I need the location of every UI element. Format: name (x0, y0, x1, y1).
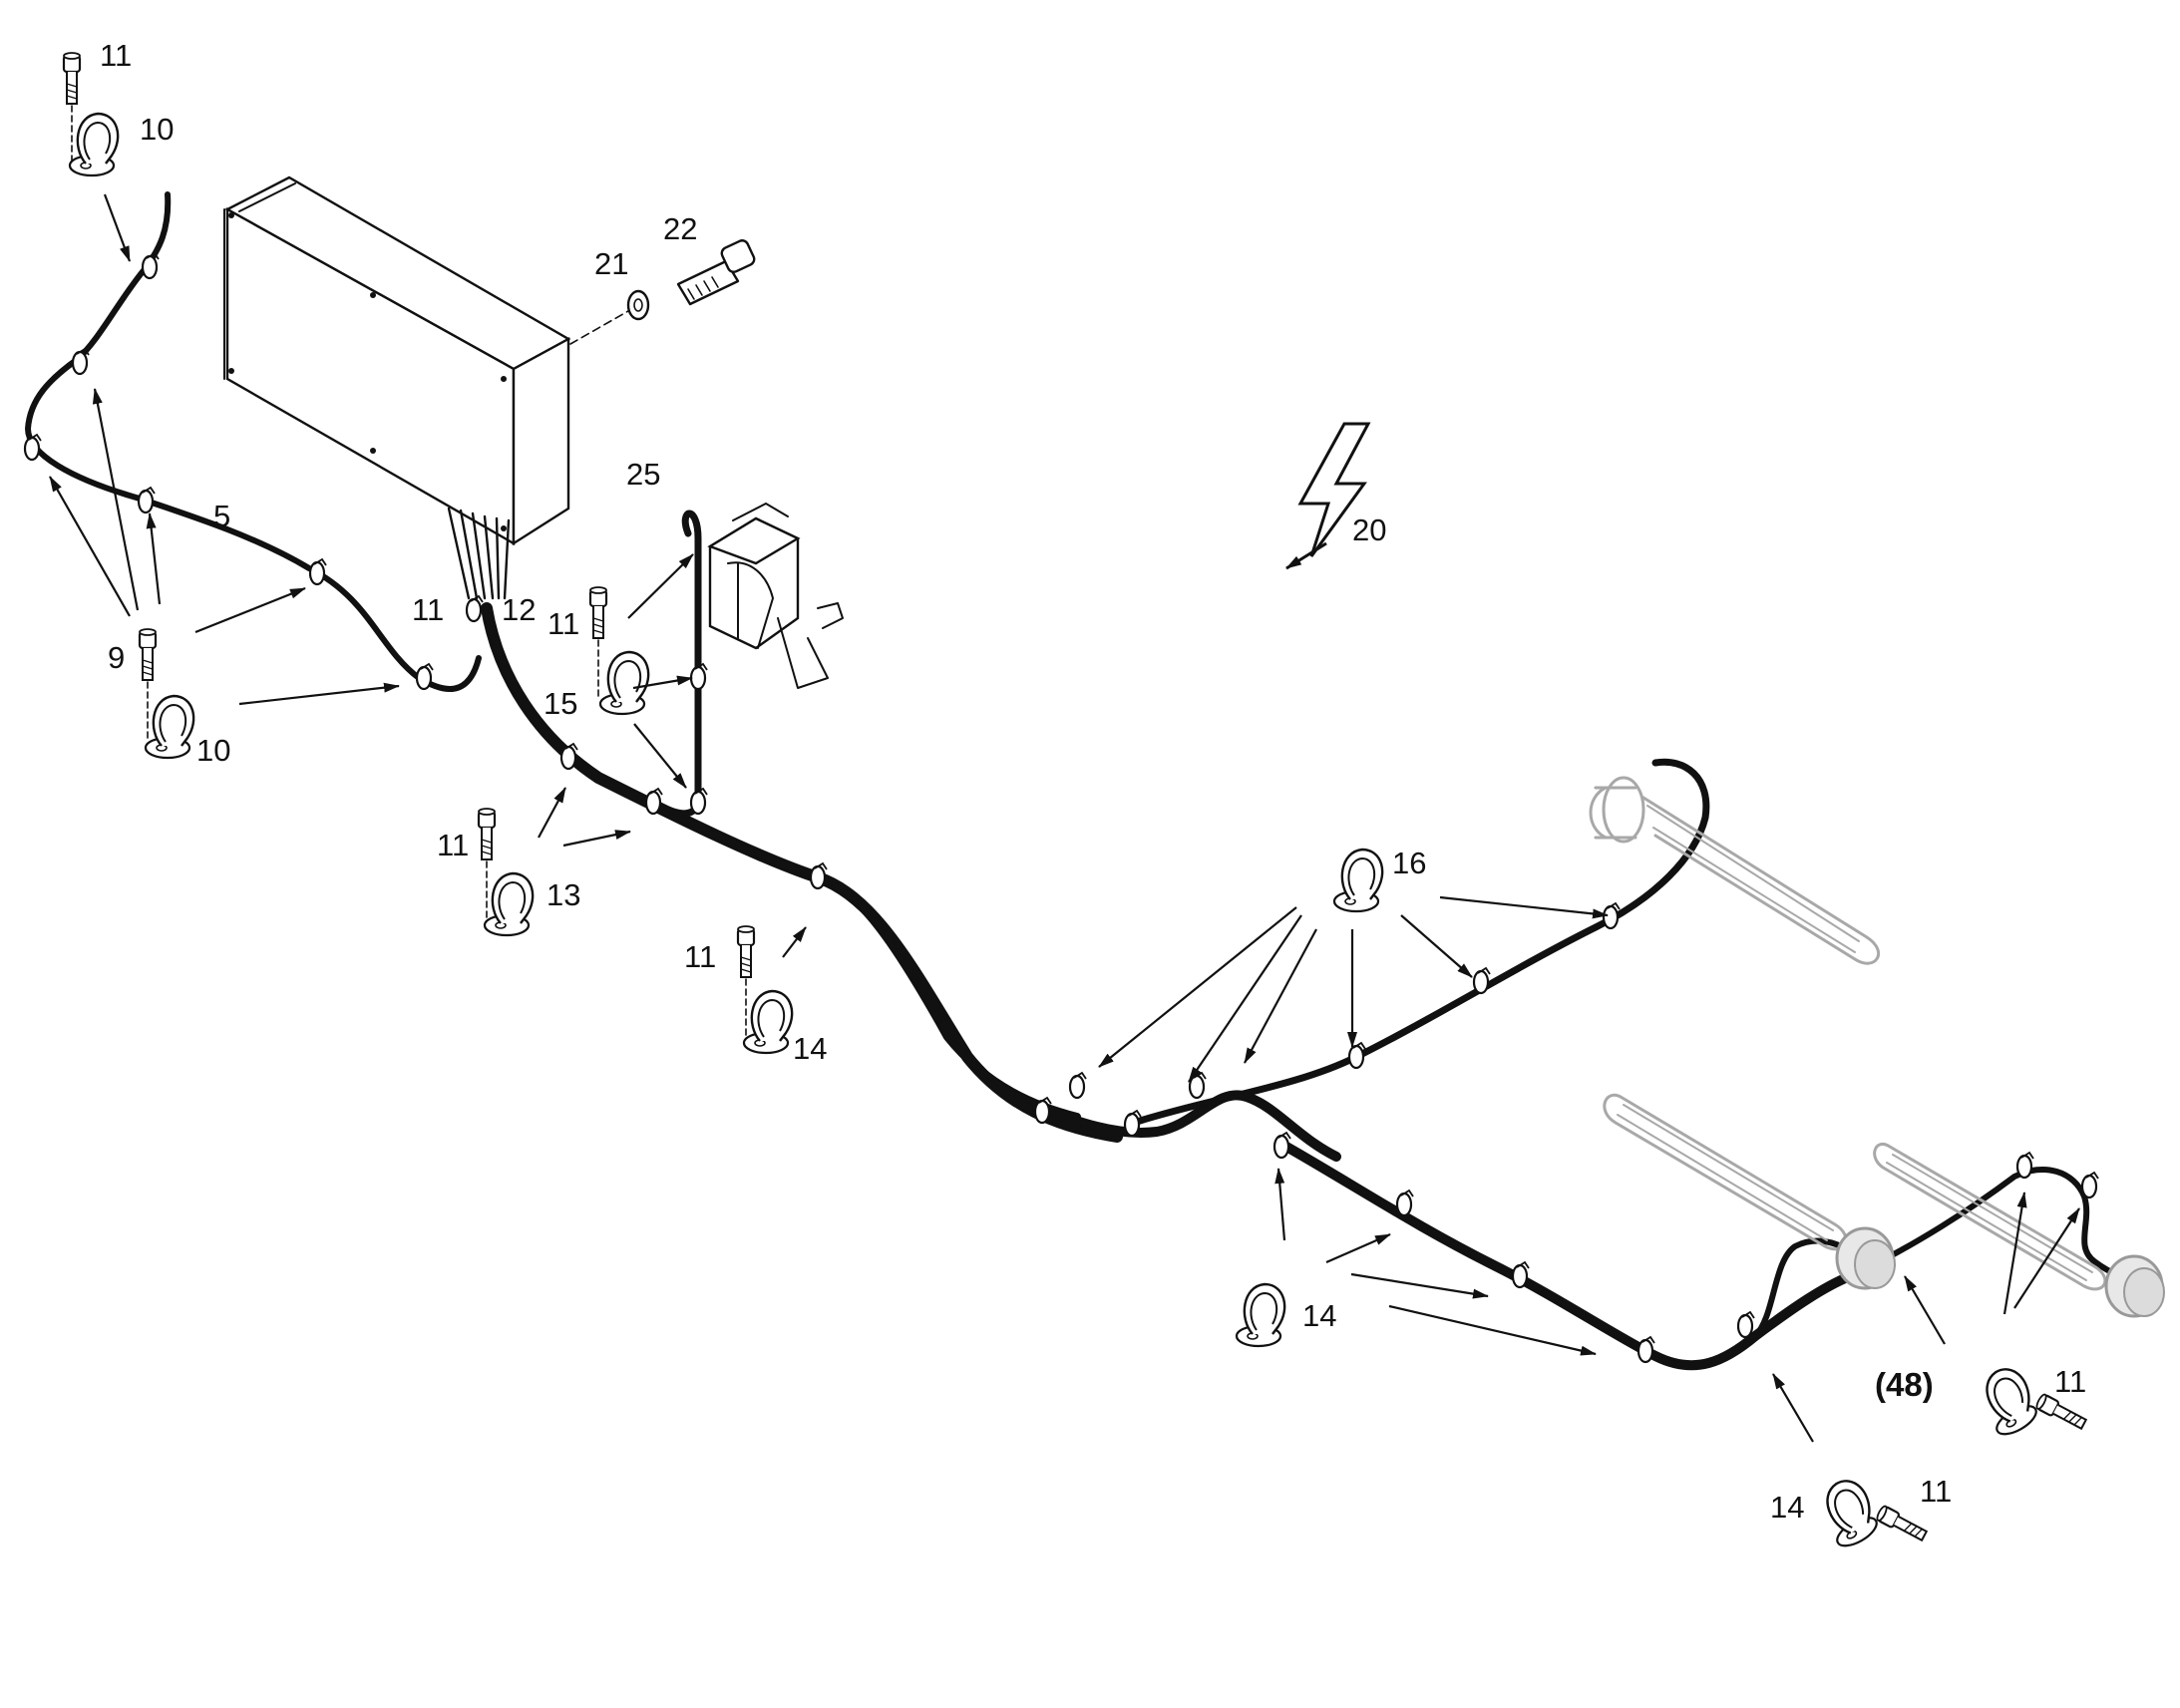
cap-screw-icon (1874, 1504, 1930, 1544)
callout-labels: 11 10 22 21 5 25 20 11 12 11 9 15 10 11 … (100, 38, 2086, 1525)
cable-clamp-icon (742, 989, 794, 1055)
callout-11-left: 11 (437, 828, 469, 862)
cap-screw-icon (736, 924, 756, 979)
callout-21: 21 (594, 246, 628, 281)
callout-11-center: 11 (684, 939, 716, 974)
cable-clamp-icon (483, 871, 535, 937)
cap-screw-icon (588, 585, 608, 640)
cap-screw-icon (2033, 1392, 2089, 1433)
callout-15: 15 (544, 686, 577, 721)
heating-element-bottom-right (1873, 1143, 2165, 1318)
callout-11-box: 11 (412, 592, 444, 627)
callout-25: 25 (626, 457, 660, 492)
callout-16: 16 (1392, 846, 1426, 880)
connector-assembly (664, 503, 844, 818)
callout-10-mid: 10 (196, 733, 230, 768)
cable-clamp-icon (68, 112, 120, 177)
left-branch-cable (23, 191, 482, 692)
callout-48: (48) (1875, 1366, 1934, 1403)
callout-13: 13 (546, 877, 580, 912)
callout-20: 20 (1352, 512, 1386, 547)
cap-screw-icon (62, 51, 82, 106)
cable-clamp-icon (144, 694, 195, 760)
cable-clamp-icon (1810, 1472, 1886, 1553)
control-box (223, 175, 571, 600)
callout-11-r1: 11 (2054, 1364, 2086, 1399)
bolt-icon (676, 239, 756, 306)
lightning-bolt-icon (1285, 422, 1371, 570)
cable-clamp-icon (1235, 1282, 1286, 1348)
callout-14-center: 14 (793, 1031, 827, 1066)
heating-element-top (1589, 776, 1881, 965)
main-harness (465, 594, 2137, 1371)
washer-icon (626, 289, 650, 321)
leader-arrows (49, 193, 2080, 1443)
callout-14-right: 14 (1302, 1298, 1336, 1333)
heating-element-bottom-left (1603, 1093, 1896, 1290)
cable-clamp-icon (1332, 848, 1384, 913)
callout-5: 5 (213, 499, 230, 533)
cable-clamp-icon (598, 650, 650, 716)
cap-screw-icon (477, 807, 497, 861)
cap-screw-icon (138, 627, 158, 682)
callout-11-connector: 11 (547, 606, 579, 641)
callout-14-bottom: 14 (1770, 1490, 1804, 1525)
cable-clamp-icon (1970, 1360, 2045, 1442)
callout-10-top: 10 (140, 112, 174, 147)
callout-11-bottom: 11 (1920, 1474, 1952, 1509)
callout-22: 22 (663, 211, 697, 246)
callout-12: 12 (502, 592, 536, 627)
callout-11-top: 11 (100, 38, 132, 73)
callout-9: 9 (108, 640, 125, 675)
